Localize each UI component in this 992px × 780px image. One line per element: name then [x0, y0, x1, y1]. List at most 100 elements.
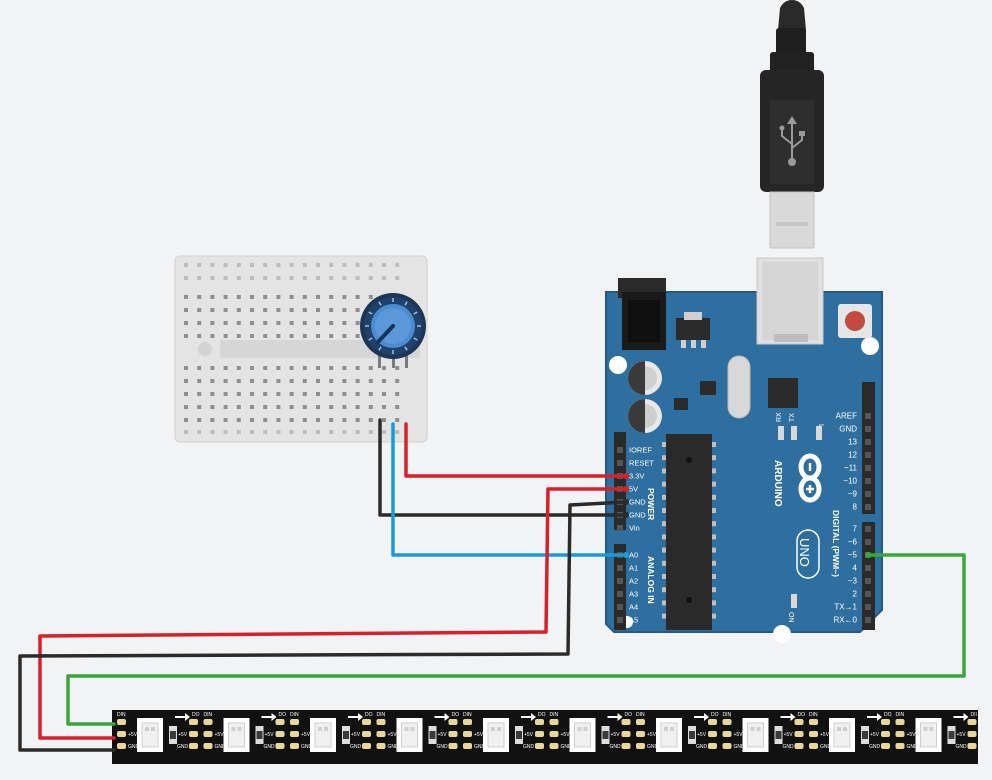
breadboard-holes [184, 263, 400, 434]
pin-do-label: DO [798, 712, 806, 718]
reset-button[interactable] [838, 304, 872, 338]
analog-title: ANALOG IN [646, 556, 656, 604]
pin-do-label: DO [625, 712, 633, 718]
usb-cable[interactable] [760, 0, 824, 249]
dc-power-jack [618, 278, 666, 350]
pin-do-label: DO [192, 712, 200, 718]
pin-label: 3.3V [629, 472, 644, 481]
pin-5v-label: +5V [215, 732, 225, 738]
pin-din-label: DIN [290, 712, 299, 718]
pin-din-label: DIN [550, 712, 559, 718]
usb-icon [779, 116, 805, 166]
pin-label: IOREF [629, 446, 652, 455]
pin-label: 12 [848, 451, 857, 460]
wire-5v-strip[interactable] [38, 487, 628, 740]
pin-label: GND [629, 498, 646, 507]
pin-gnd-label: GND [907, 744, 919, 750]
pin-5v-label: +5V [265, 732, 275, 738]
wire-gnd-pot[interactable] [378, 418, 628, 517]
uno-badge: UNO [796, 529, 820, 579]
pin-do-label: DO [884, 712, 892, 718]
pin-din-label: DIN [463, 712, 472, 718]
digital-title: DIGITAL (PWM~) [831, 510, 841, 577]
pin-5v-label: +5V [388, 732, 398, 738]
tx-led-label: TX [789, 413, 796, 422]
pin-do-label: DO [452, 712, 460, 718]
pin-din-label: DIN [809, 712, 818, 718]
power-title: POWER [646, 488, 656, 520]
pin-do-label: DO [365, 712, 373, 718]
l-led-label: L [817, 424, 824, 428]
wire-d5-strip[interactable] [66, 553, 966, 726]
pin-din-label: DIN [377, 712, 386, 718]
pin-do-label: DO [711, 712, 719, 718]
pin-label: A2 [629, 577, 638, 586]
pin-5v-label: +5V [820, 732, 830, 738]
pin-5v-label: +5V [870, 732, 880, 738]
pin-gnd-label: GND [474, 744, 486, 750]
pin-gnd-label: GND [177, 744, 189, 750]
pin-5v-label: +5V [301, 732, 311, 738]
wire-gnd-strip[interactable] [18, 500, 628, 752]
pin-label: RX←0 [833, 616, 857, 625]
rx-led-label: RX [776, 412, 783, 422]
pin-gnd-label: GND [523, 744, 535, 750]
pin-label: ~3 [848, 577, 858, 586]
pin-5v-label: +5V [561, 732, 571, 738]
pin-5v-label: +5V [351, 732, 361, 738]
pin-5v-label: +5V [474, 732, 484, 738]
pin-gnd-label: GND [610, 744, 622, 750]
wire-ends [623, 473, 871, 558]
pin-gnd-label: GND [301, 744, 313, 750]
mini-breadboard[interactable] [174, 255, 428, 443]
pin-gnd-label: GND [561, 744, 573, 750]
led-strip[interactable]: DIN +5V GND DO +5V GND DIN +5V GND DO +5V GND DIN +5V… [112, 710, 978, 764]
pin-5v-label: +5V [611, 732, 621, 738]
pin-gnd-label: GND [215, 744, 227, 750]
pin-label: A4 [629, 603, 638, 612]
pin-label: 4 [853, 564, 858, 573]
pin-label: 5V [629, 485, 638, 494]
usb-b-socket [756, 257, 824, 345]
pin-gnd-label: GND [696, 744, 708, 750]
pin-din-label: DIN [204, 712, 213, 718]
pin-do-label: DO [538, 712, 546, 718]
pin-gnd-label: GND [820, 744, 832, 750]
pin-gnd-label: GND [869, 744, 881, 750]
led-pixel[interactable]: DIN +5V GND DO +5V GND [809, 712, 892, 752]
pin-do-label: DO [279, 712, 287, 718]
pin-label: ~9 [848, 490, 858, 499]
pin-label: 13 [848, 438, 857, 447]
pin-5v-label: +5V [697, 732, 707, 738]
pin-5v-label: +5V [957, 732, 967, 738]
pin-label: ~5 [848, 551, 858, 560]
pin-label: GND [629, 511, 646, 520]
pin-5v-label: +5V [784, 732, 794, 738]
wire-3v3-pot[interactable] [404, 422, 628, 478]
pin-label: A3 [629, 590, 638, 599]
potentiometer[interactable] [360, 293, 426, 368]
pin-label: A0 [629, 551, 638, 560]
pin-din-label: DIN [636, 712, 645, 718]
pin-gnd-label: GND [647, 744, 659, 750]
pin-label: TX→1 [834, 603, 857, 612]
pin-5v-label: +5V [907, 732, 917, 738]
pin-label: 2 [853, 590, 858, 599]
pin-label: 7 [853, 525, 858, 534]
pin-gnd-label: GND [437, 744, 449, 750]
led-pixel[interactable]: DIN +5V GND DO +5V GND [549, 712, 633, 752]
pin-5v-label: +5V [128, 732, 138, 738]
brand-label: ARDUINO [772, 460, 783, 507]
pin-label: 8 [853, 503, 858, 512]
